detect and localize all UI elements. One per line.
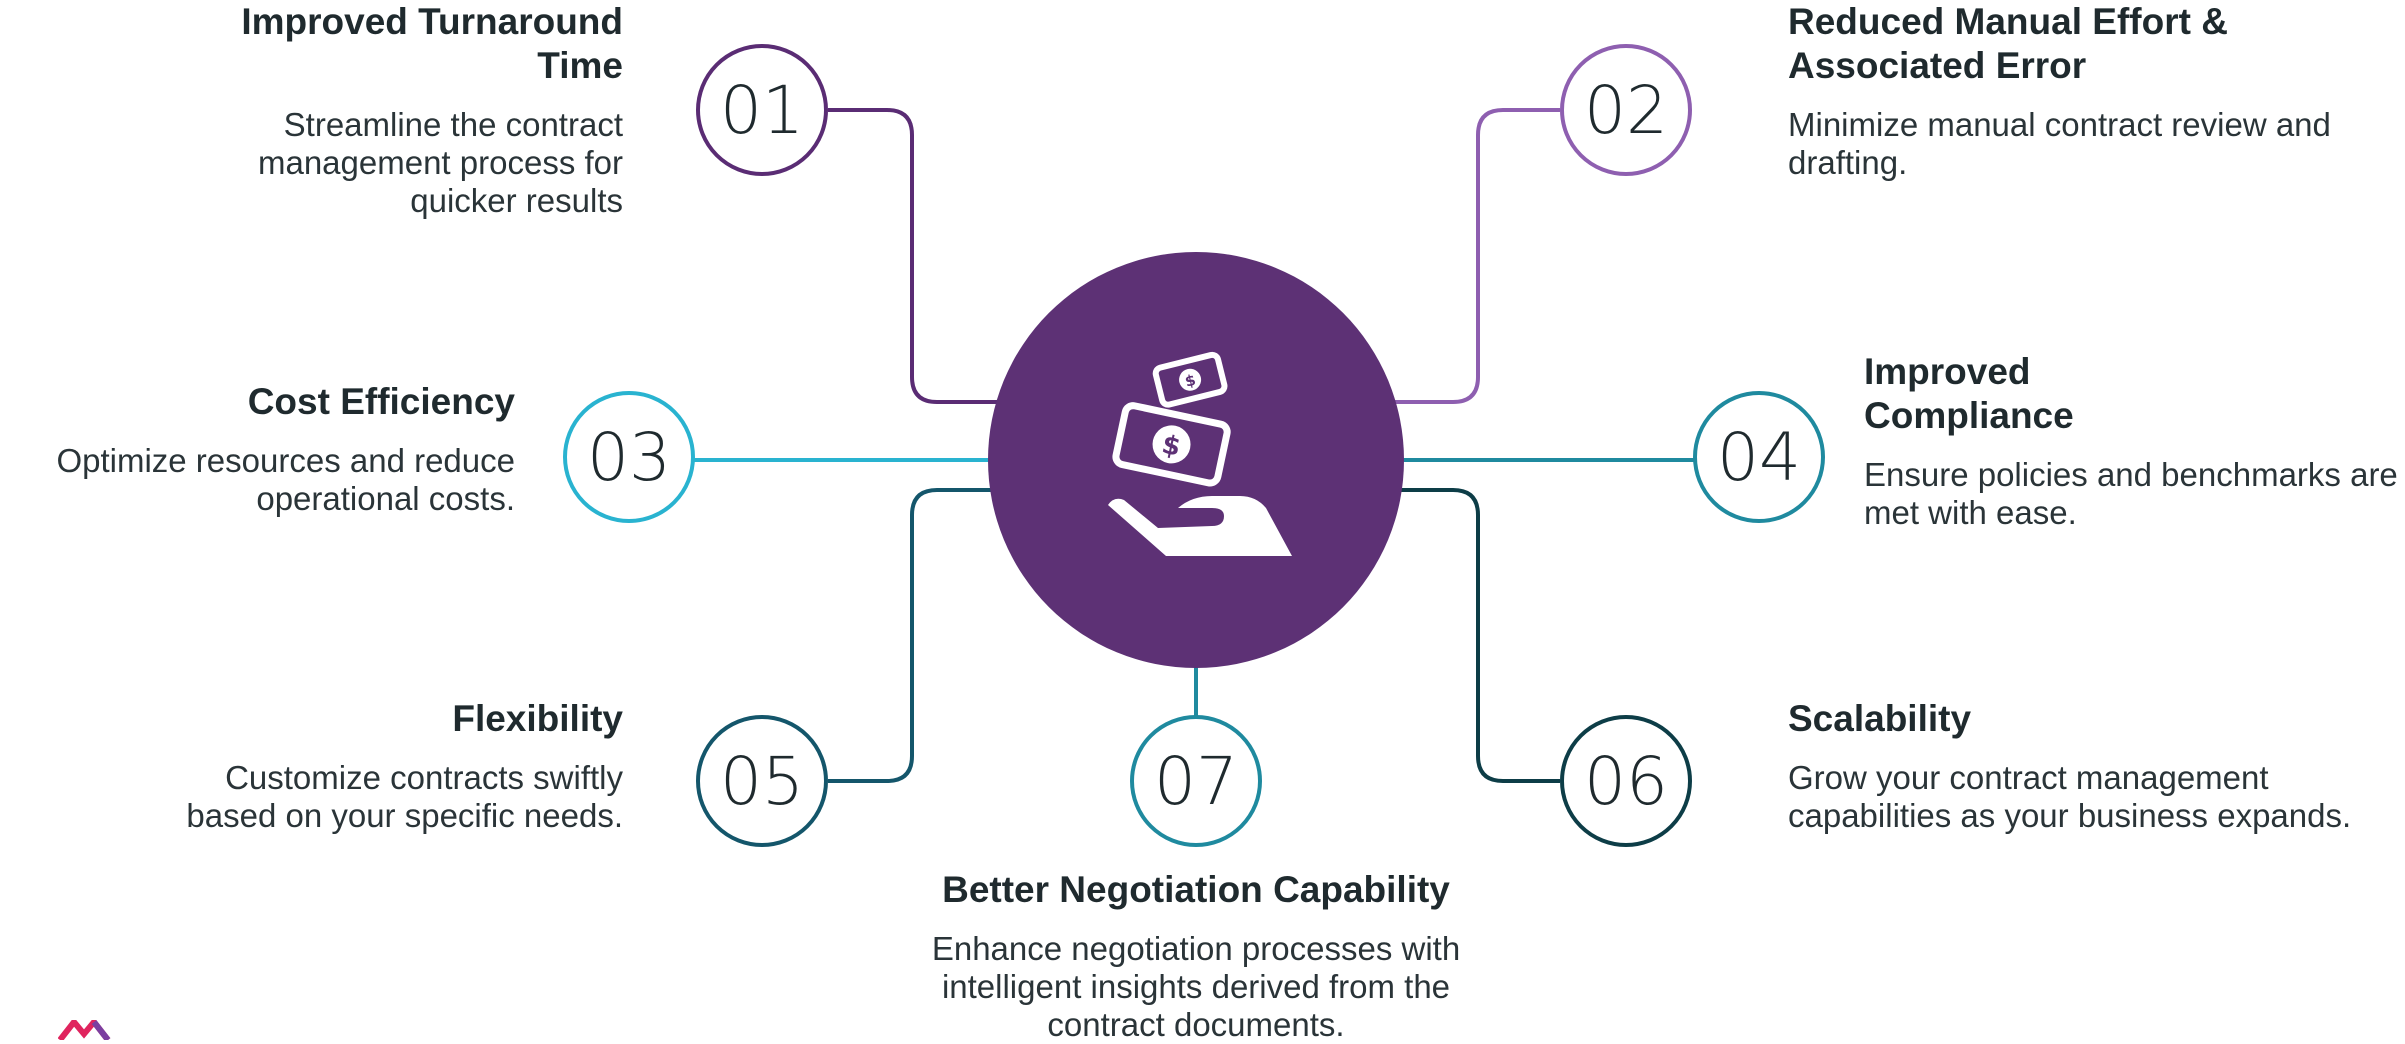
node-number-03: 03	[587, 418, 671, 496]
node-number-06: 06	[1584, 742, 1668, 820]
benefit-title: Cost Efficiency	[247, 381, 515, 422]
ring-06	[1560, 715, 1692, 847]
benefit-title: Better Negotiation Capability	[942, 869, 1450, 910]
ring-02	[1560, 44, 1692, 176]
benefit-card-03: Cost Efficiency Optimize resources and r…	[0, 380, 515, 518]
benefit-description: Grow your contract management capabiliti…	[1788, 759, 2352, 834]
center-hub	[988, 252, 1404, 668]
ring-03	[563, 391, 695, 523]
benefit-title: Reduced Manual Effort & Associated Error	[1788, 1, 2228, 86]
ring-04	[1693, 391, 1825, 523]
benefit-description: Ensure policies and benchmarks are met w…	[1864, 456, 2398, 531]
benefit-title: Flexibility	[452, 698, 623, 739]
benefit-card-07: Better Negotiation Capability Enhance ne…	[896, 868, 1496, 1044]
benefit-card-05: Flexibility Customize contracts swiftly …	[143, 697, 623, 835]
benefit-description: Minimize manual contract review and draf…	[1788, 106, 2331, 181]
benefit-description: Streamline the contract management proce…	[257, 106, 623, 219]
ring-05	[696, 715, 828, 847]
connector-06	[1392, 488, 1560, 783]
benefit-description: Enhance negotiation processes with intel…	[931, 930, 1461, 1043]
benefit-card-01: Improved Turnaround Time Streamline the …	[163, 0, 623, 220]
benefit-description: Optimize resources and reduce operationa…	[56, 442, 515, 517]
brand-logo-icon	[58, 1020, 111, 1040]
connector-05	[828, 488, 1000, 783]
money-hand-icon: $ $	[1108, 351, 1292, 556]
svg-text:$: $	[1159, 430, 1183, 463]
benefit-card-02: Reduced Manual Effort & Associated Error…	[1788, 0, 2348, 182]
ring-07	[1130, 715, 1262, 847]
benefit-title: Improved Turnaround Time	[241, 1, 623, 86]
connector-01	[828, 108, 1000, 404]
benefit-title: Improved Compliance	[1864, 351, 2074, 436]
svg-text:$: $	[1183, 371, 1197, 391]
node-number-02: 02	[1584, 71, 1668, 149]
connector-02	[1392, 108, 1560, 404]
node-number-01: 01	[720, 71, 804, 149]
benefit-description: Customize contracts swiftly based on you…	[186, 759, 623, 834]
benefit-card-06: Scalability Grow your contract managemen…	[1788, 697, 2400, 835]
benefit-card-04: Improved Compliance Ensure policies and …	[1864, 350, 2404, 532]
node-number-05: 05	[720, 742, 804, 820]
ring-01	[696, 44, 828, 176]
node-number-04: 04	[1717, 418, 1801, 496]
node-number-07: 07	[1154, 742, 1238, 820]
benefit-title: Scalability	[1788, 698, 1972, 739]
